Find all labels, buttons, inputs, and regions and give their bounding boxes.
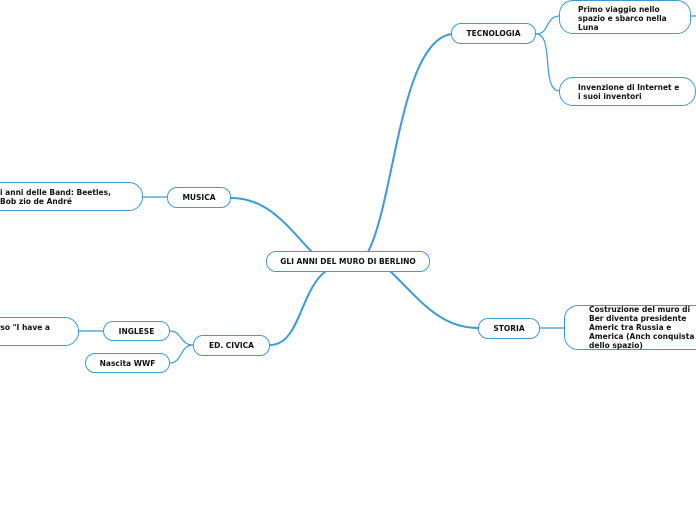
subtopic-internet-node[interactable]: Invenzione di Internet e i suoi inventor…: [559, 77, 696, 106]
branch-musica-label: MUSICA: [182, 193, 216, 202]
branch-ed-civica-node[interactable]: ED. CIVICA: [193, 335, 270, 356]
subtopic-wwf-label: Nascita WWF: [99, 358, 156, 368]
branch-musica-node[interactable]: MUSICA: [167, 187, 231, 208]
branch-storia-label: STORIA: [493, 324, 525, 333]
connector-edcivica-inglese: [169, 330, 194, 346]
central-topic-node[interactable]: GLI ANNI DEL MURO DI BERLINO: [266, 251, 430, 272]
connector-center-storia: [389, 270, 479, 329]
subtopic-inglese-label: INGLESE: [118, 326, 155, 336]
connector-tecnologia-child1: [535, 15, 561, 35]
subtopic-costruzione-muro-node[interactable]: Costruzione del muro di Ber diventa pres…: [564, 305, 696, 350]
connector-tecnologia-child2: [535, 33, 561, 92]
branch-tecnologia-label: TECNOLOGIA: [466, 29, 521, 38]
connector-center-tecnologia: [367, 33, 453, 253]
subtopic-discorso-node[interactable]: rso "I have a: [0, 317, 79, 346]
subtopic-band-node[interactable]: i anni delle Band: Beetles, Bob zio de A…: [0, 182, 143, 211]
connector-center-musica: [230, 197, 313, 253]
central-topic-label: GLI ANNI DEL MURO DI BERLINO: [280, 257, 416, 266]
subtopic-costruzione-muro-label: Costruzione del muro di Ber diventa pres…: [589, 305, 695, 350]
subtopic-primo-viaggio-node[interactable]: Primo viaggio nello spazio e sbarco nell…: [559, 0, 691, 34]
subtopic-discorso-label: rso "I have a: [0, 323, 50, 332]
branch-ed-civica-label: ED. CIVICA: [208, 341, 254, 350]
branch-tecnologia-node[interactable]: TECNOLOGIA: [451, 23, 536, 44]
subtopic-inglese-node[interactable]: INGLESE: [103, 321, 170, 341]
connector-edcivica-wwf: [169, 344, 194, 364]
subtopic-internet-label: Invenzione di Internet e i suoi inventor…: [578, 82, 680, 101]
subtopic-primo-viaggio-label: Primo viaggio nello spazio e sbarco nell…: [578, 4, 667, 32]
subtopic-band-label: i anni delle Band: Beetles, Bob zio de A…: [0, 187, 111, 206]
connector-center-edcivica: [269, 270, 327, 346]
subtopic-wwf-node[interactable]: Nascita WWF: [85, 353, 170, 373]
branch-storia-node[interactable]: STORIA: [478, 318, 540, 339]
